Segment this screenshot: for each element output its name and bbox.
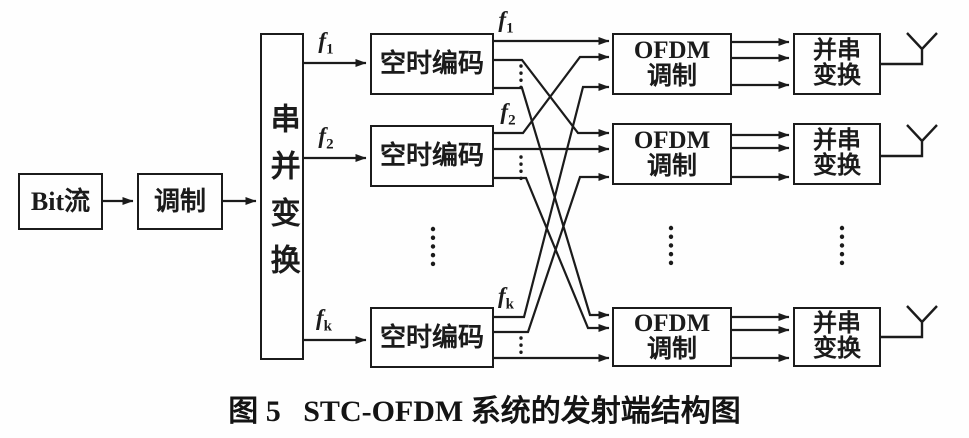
f1-encoder-output-label: f1 (498, 7, 514, 37)
main-chain-arrows (103, 59, 367, 344)
p2s-label-line1: 并串 (813, 128, 861, 155)
p2s-label-line1: 并串 (813, 38, 861, 65)
stc-encoder-box-3: 空时编码 (370, 307, 494, 368)
ofdm-modulation-box-3: OFDM 调制 (612, 307, 732, 367)
ofdm-modulation-box-2: OFDM 调制 (612, 123, 732, 185)
antenna-icon-1 (881, 32, 938, 66)
antennas (881, 32, 938, 339)
line-enc3-out2-to-ofdm2 (494, 173, 610, 334)
ofdm-sublabel: 调制 (646, 153, 697, 180)
p2s-label-line1: 并串 (813, 311, 861, 338)
f2-branch-label: f2 (318, 123, 334, 153)
ofdm-sublabel: 调制 (646, 63, 697, 90)
serial-to-parallel-box: 串并变换 (260, 33, 304, 360)
bitstream-box: Bit流 (18, 173, 103, 230)
stc-encoder-box-1: 空时编码 (370, 33, 494, 95)
parallel-to-serial-box-3: 并串 变换 (793, 307, 881, 367)
p2s-label-line2: 变换 (813, 153, 861, 179)
serial-to-parallel-label: 串并变换 (265, 102, 299, 291)
ofdm-label: OFDM (633, 127, 711, 154)
ofdm-label: OFDM (633, 310, 711, 337)
f2-encoder-output-label: f2 (500, 99, 516, 129)
parallel-to-serial-box-1: 并串 变换 (793, 33, 881, 95)
f1-branch-label: f1 (318, 28, 334, 58)
ofdm-to-p2s-arrows (732, 38, 790, 362)
line-enc1-out3-to-ofdm3 (494, 86, 610, 319)
fk-encoder-output-label: fk (497, 283, 514, 313)
modulation-box: 调制 (137, 173, 223, 230)
fk-branch-label: fk (315, 305, 332, 335)
parallel-to-serial-box-2: 并串 变换 (793, 123, 881, 185)
line-enc2-out1-to-ofdm1 (494, 53, 610, 135)
line-enc2-out3-to-ofdm3 (494, 176, 610, 332)
stc-encoder-box-2: 空时编码 (370, 125, 494, 187)
ofdm-sublabel: 调制 (646, 336, 697, 363)
ellipsis-dots (430, 64, 845, 359)
line-enc3-out1-to-ofdm1 (494, 83, 610, 319)
figure-caption: 图 5 STC-OFDM 系统的发射端结构图 (228, 395, 741, 428)
p2s-label-line2: 变换 (813, 336, 861, 362)
ofdm-label: OFDM (633, 37, 711, 64)
ofdm-modulation-box-1: OFDM 调制 (612, 33, 732, 95)
p2s-label-line2: 变换 (813, 63, 861, 89)
antenna-icon-2 (881, 124, 938, 158)
encoder-to-ofdm-crossing-lines (494, 37, 610, 362)
antenna-icon-3 (881, 305, 938, 339)
